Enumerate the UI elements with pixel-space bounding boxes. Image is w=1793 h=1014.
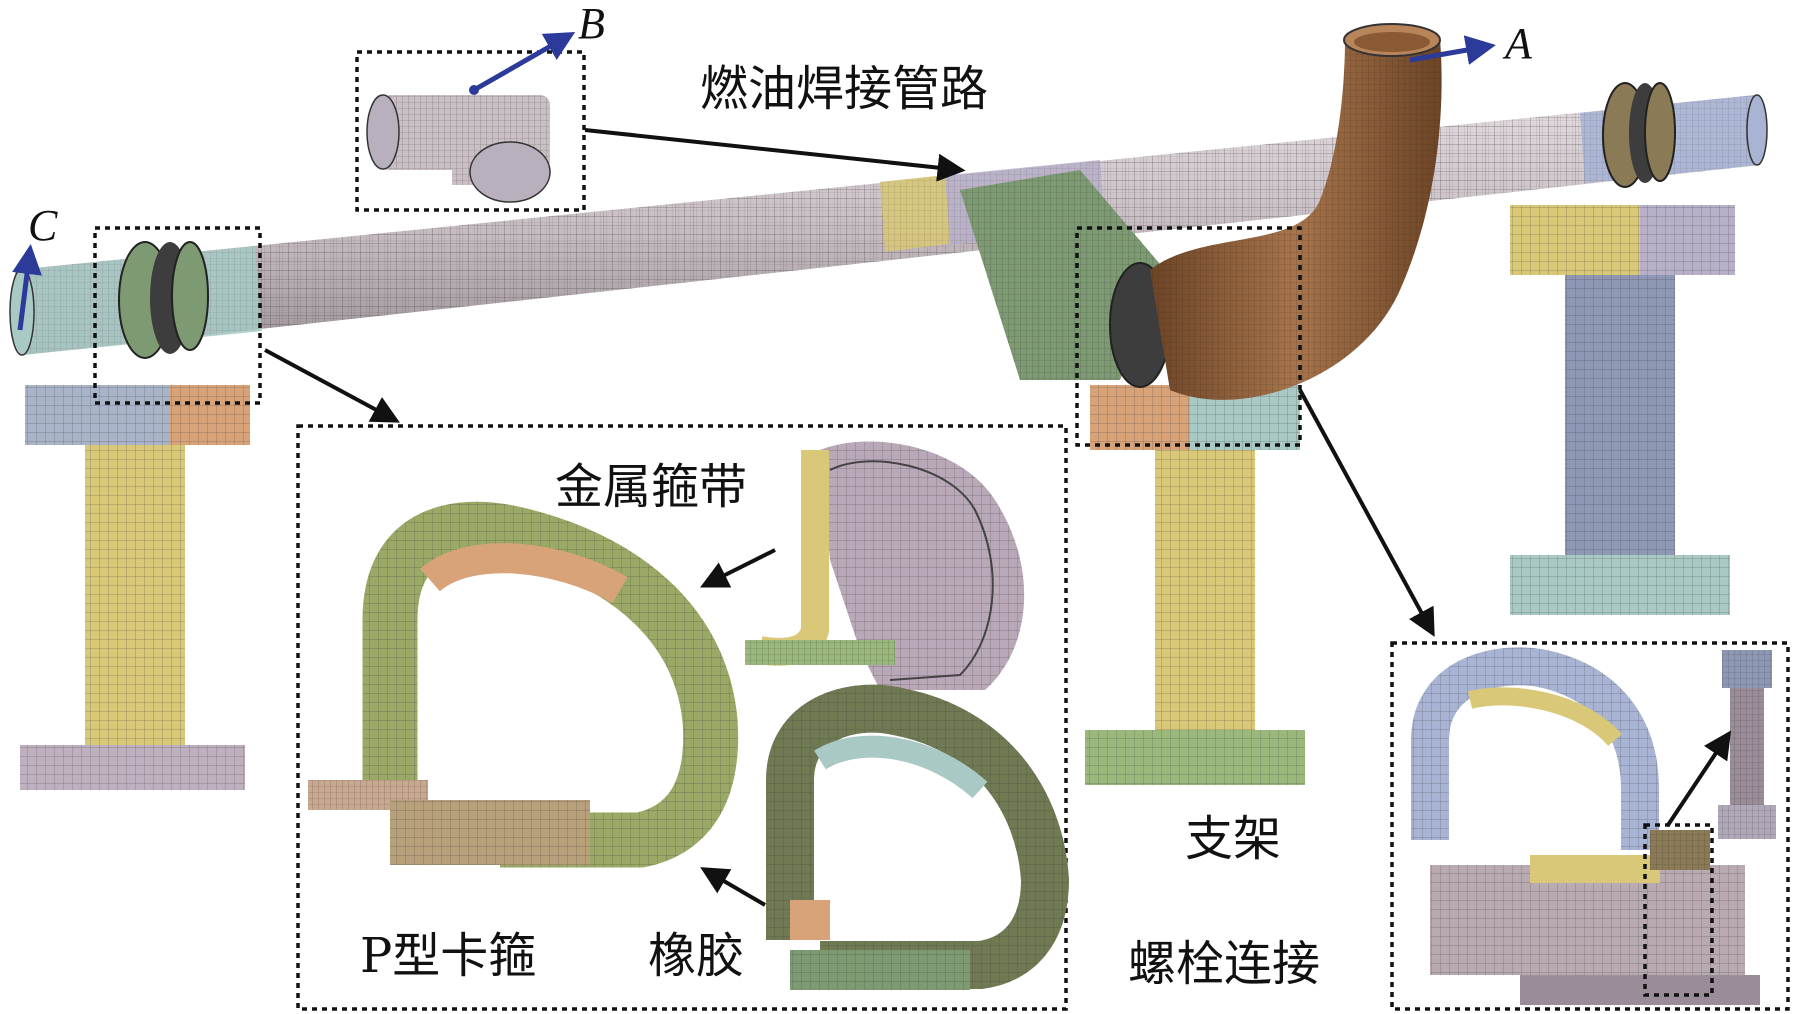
axis-c-arrow: [12, 244, 42, 331]
title-fuel-welded-pipeline: 燃油焊接管路: [700, 61, 988, 117]
arrow-to-bolt-inset: [1298, 389, 1435, 637]
inset-bolt-box: [1390, 641, 1790, 1011]
clamp-right: [1602, 82, 1676, 188]
bolt-model: [1718, 650, 1776, 839]
arrow-bolt-detail: [1666, 730, 1732, 827]
label-p-clamp: P型卡箍: [360, 928, 536, 984]
axis-b-label: B: [578, 0, 605, 48]
bolt-assembly-model: [1411, 647, 1760, 1005]
support-middle: [1085, 385, 1305, 785]
tee-branch: [960, 170, 1171, 388]
arrow-tee-to-pipe: [584, 128, 966, 182]
axis-b-arrow: [472, 32, 576, 93]
axis-a-arrow: [1409, 35, 1496, 65]
label-metal-band: 金属箍带: [555, 459, 747, 515]
support-right: [1510, 205, 1735, 615]
main-pipe: [9, 94, 1768, 356]
tee-model: [366, 94, 551, 203]
arrow-to-clamp-inset: [264, 348, 400, 423]
support-left: [20, 385, 250, 790]
clamp-region-box-left: [93, 226, 262, 405]
bolt-detail-box: [1643, 823, 1714, 997]
inset-clamp-box: [296, 424, 1068, 1011]
arrow-metal-band: [699, 548, 776, 588]
label-rubber: 橡胶: [648, 928, 744, 984]
inset-tee-box: [355, 50, 586, 212]
metal-band-model: [745, 441, 1025, 690]
label-bolt-connection: 螺栓连接: [1128, 936, 1320, 992]
p-clamp-model: [308, 501, 739, 868]
clamp-region-box-middle: [1075, 226, 1302, 447]
clamp-left: [118, 241, 209, 359]
elbow-pipe: [1150, 23, 1442, 400]
arrow-rubber: [700, 867, 767, 907]
axis-a-label: A: [1502, 19, 1533, 68]
label-support: 支架: [1185, 811, 1281, 867]
rubber-model: [766, 684, 1070, 990]
axis-c-label: C: [28, 201, 58, 250]
